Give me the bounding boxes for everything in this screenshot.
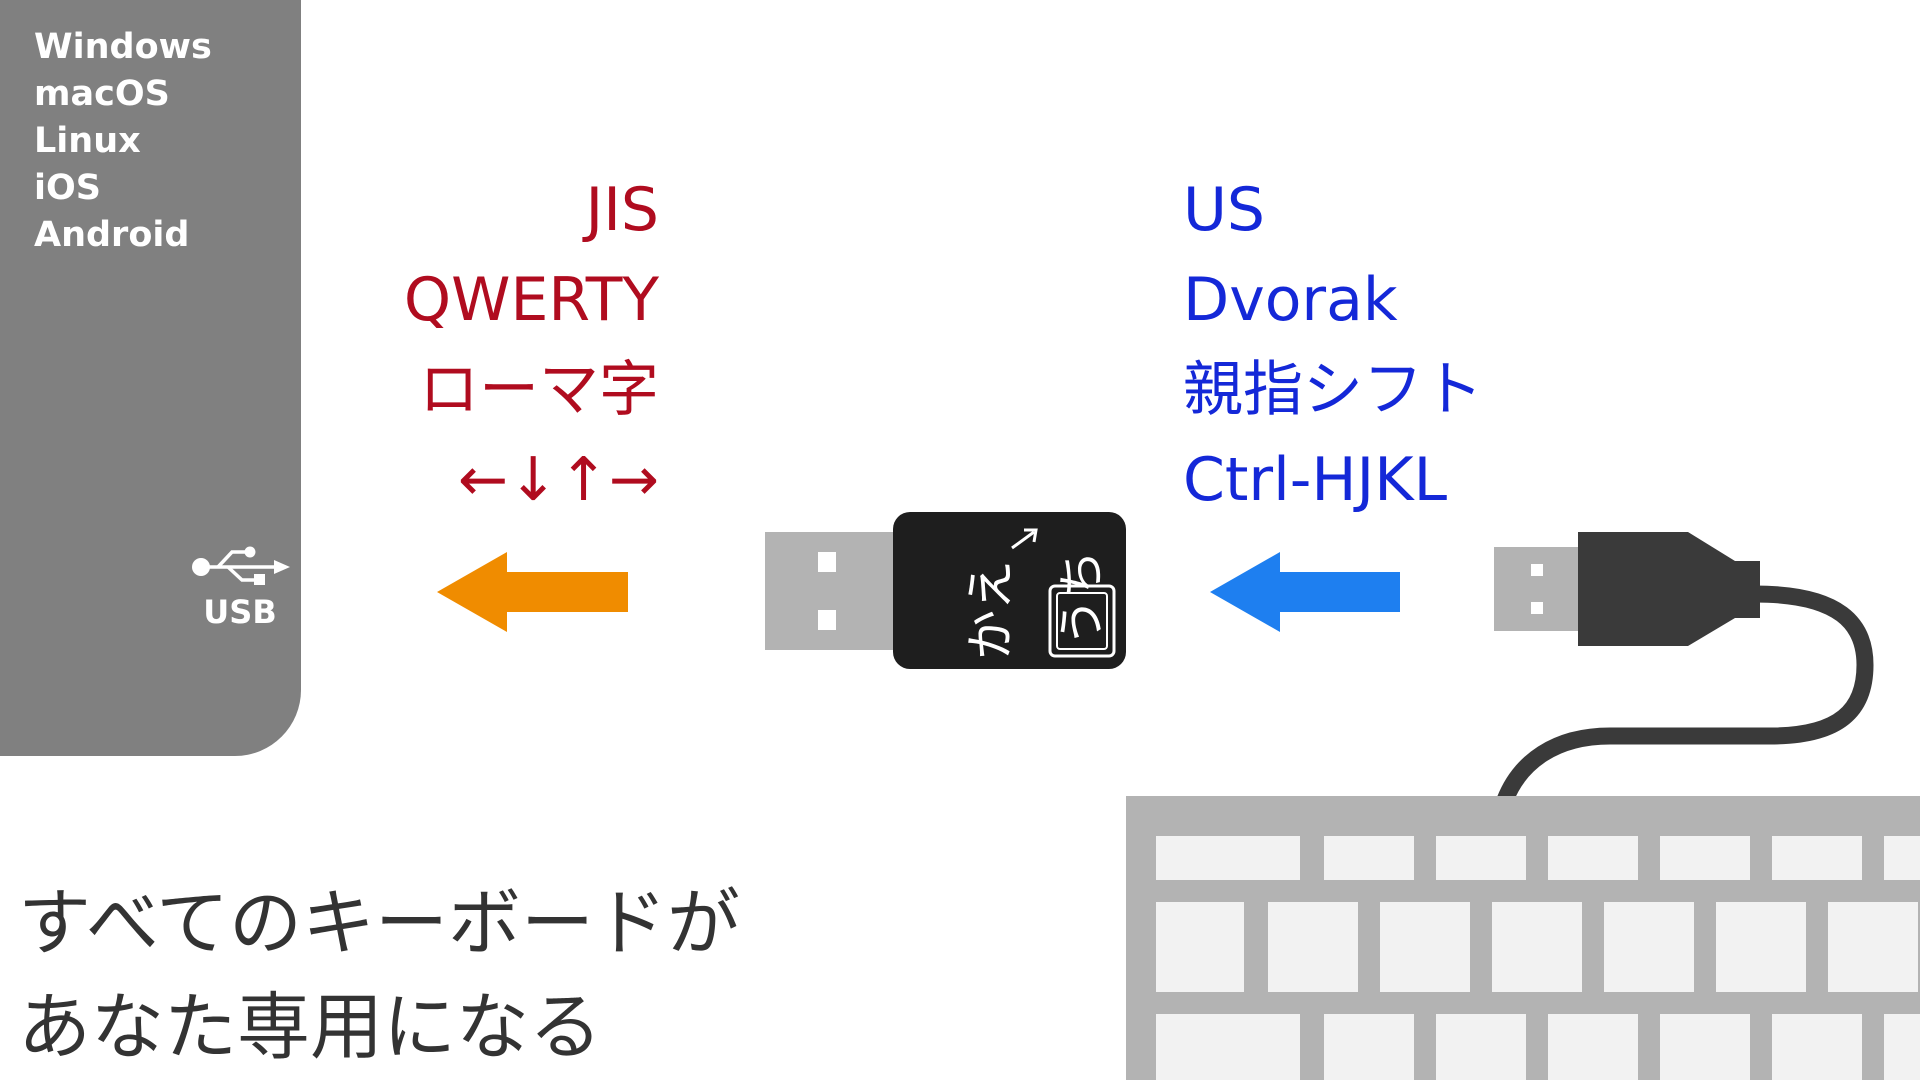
keyboard-key (1156, 836, 1300, 880)
output-layout-arrows: ←↓↑→ (457, 445, 659, 515)
keyboard-key (1716, 902, 1806, 992)
keyboard-usb-plug (1494, 532, 1760, 646)
keyboard-key (1436, 1014, 1526, 1080)
os-windows: Windows (34, 27, 212, 67)
input-layout-dvorak: Dvorak (1183, 265, 1398, 335)
keyboard-key (1660, 836, 1750, 880)
usb-label: USB (203, 593, 277, 631)
keyboard-key (1660, 1014, 1750, 1080)
usb-icon (192, 546, 290, 585)
input-layout-list: US Dvorak 親指シフト Ctrl-HJKL (1183, 165, 1483, 525)
keyboard-key (1324, 1014, 1414, 1080)
os-list: Windows macOS Linux iOS Android (34, 24, 212, 259)
input-layout-oyayubi-shift: 親指シフト (1183, 355, 1483, 425)
keyboard-cable (1496, 585, 1874, 809)
keyboard-key (1548, 1014, 1638, 1080)
keyboard-key (1884, 836, 1920, 880)
output-layout-qwerty: QWERTY (403, 265, 659, 335)
keyboard-key (1156, 902, 1244, 992)
keyboard-key (1380, 902, 1470, 992)
keyboard-key (1436, 836, 1526, 880)
keyboard-key (1604, 902, 1694, 992)
keyboard-key (1156, 1014, 1300, 1080)
input-layout-us: US (1183, 175, 1266, 245)
input-layout-ctrl-hjkl: Ctrl-HJKL (1183, 445, 1447, 515)
keyboard-key (1492, 902, 1582, 992)
keyboard-key (1884, 1014, 1920, 1080)
keyboard-key (1324, 836, 1414, 880)
os-android: Android (34, 215, 190, 255)
tagline-line-2: あなた専用になる (18, 985, 602, 1070)
adapter-logo-bottom: うち (1054, 550, 1110, 646)
tagline-line-1: すべてのキーボードが (18, 881, 740, 966)
keyboard-key (1772, 836, 1862, 880)
os-ios: iOS (34, 168, 101, 208)
keyboard-key (1772, 1014, 1862, 1080)
output-layout-jis: JIS (585, 175, 659, 245)
output-layout-romaji: ローマ字 (419, 355, 659, 425)
os-macos: macOS (34, 74, 170, 114)
keyboard-key (1828, 902, 1918, 992)
adapter-body (893, 512, 1126, 669)
os-linux: Linux (34, 121, 141, 161)
input-arrow-icon (1210, 552, 1400, 632)
tagline: すべてのキーボードが あなた専用になる (18, 872, 740, 1080)
keyboard-key (1548, 836, 1638, 880)
keyboard (1126, 796, 1920, 1080)
adapter-usb-plug (765, 532, 895, 650)
adapter-logo-top: かえ (962, 560, 1020, 660)
output-arrow-icon (437, 552, 628, 632)
output-layout-list: JIS QWERTY ローマ字 ←↓↑→ (404, 165, 659, 525)
keyboard-key (1268, 902, 1358, 992)
host-panel: Windows macOS Linux iOS Android USB (0, 0, 301, 756)
